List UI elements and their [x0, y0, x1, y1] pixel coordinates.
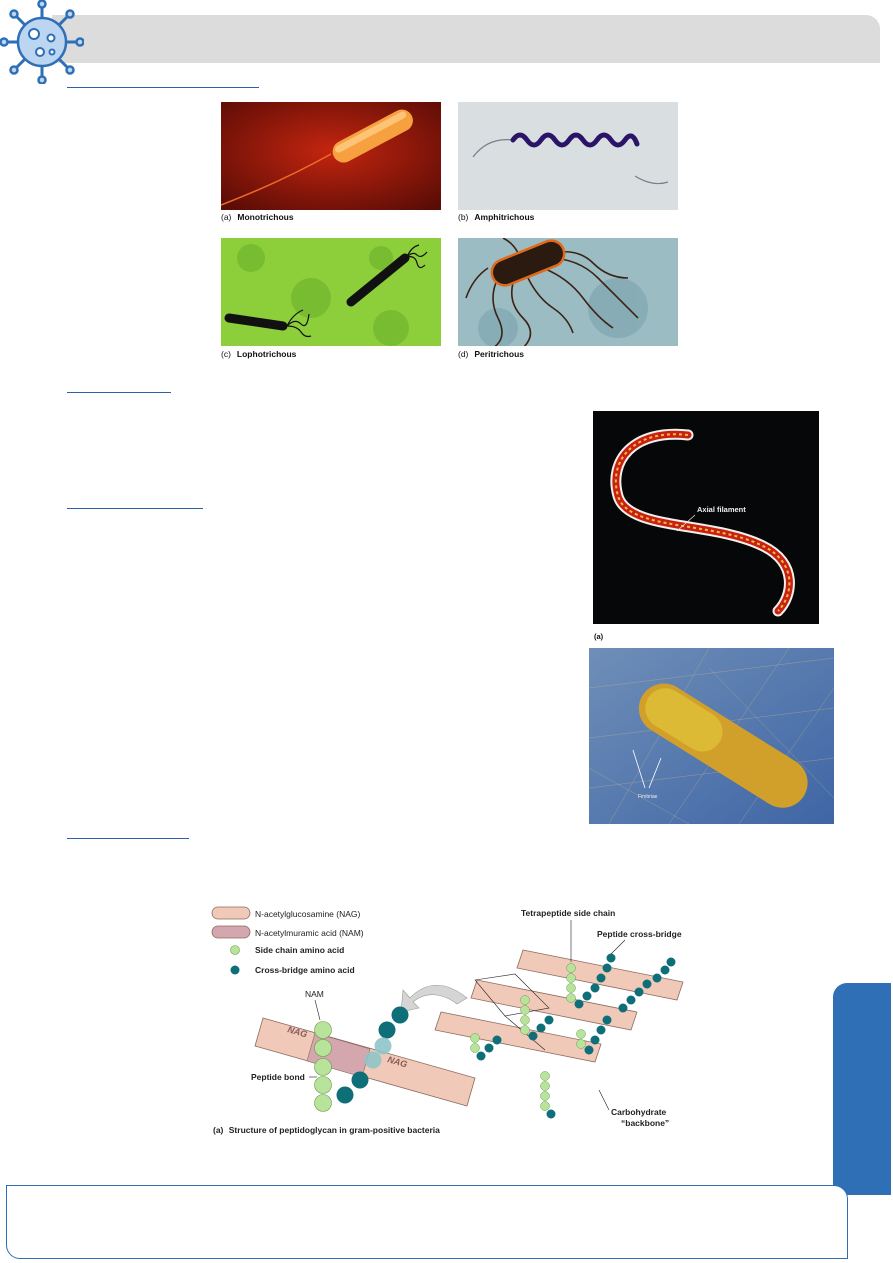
label-nam: NAM [305, 989, 324, 999]
peptidoglycan-diagram: N-acetylglucosamine (NAG) N-acetylmurami… [211, 906, 684, 1135]
heading-underline-3 [67, 508, 203, 509]
label-tetrapeptide: Tetrapeptide side chain [521, 908, 615, 918]
label-peptide-bond: Peptide bond [251, 1072, 305, 1082]
label-backbone-2: “backbone” [621, 1118, 669, 1128]
label-backbone-1: Carbohydrate [611, 1107, 667, 1117]
legend-side-chain: Side chain amino acid [255, 945, 344, 955]
side-tab [833, 983, 891, 1195]
panel-peritrichous-caption: (d)Peritrichous [458, 349, 524, 359]
label-cross-bridge: Peptide cross-bridge [597, 929, 682, 939]
axial-panel-letter: (a) [594, 632, 604, 641]
virus-icon [0, 0, 84, 84]
header-bar [52, 15, 880, 63]
peptidoglycan-network: Tetrapeptide side chain Peptide cross-br… [434, 908, 684, 1128]
footer-box [6, 1185, 848, 1259]
panel-lophotrichous-caption: (c)Lophotrichous [221, 349, 297, 359]
panel-peritrichous-image [458, 238, 678, 346]
legend-nam: N-acetylmuramic acid (NAM) [255, 928, 364, 938]
panel-amphitrichous-image [458, 102, 678, 210]
heading-underline-1 [67, 87, 259, 88]
panel-lophotrichous-image [221, 238, 441, 346]
axial-filament-image: Axial filament [593, 411, 819, 624]
enlarged-segment: NAG NAG NAM Peptide bond [251, 989, 476, 1112]
caption-letter: (a) [221, 212, 232, 222]
panel-monotrichous-caption: (a)Monotrichous [221, 212, 294, 222]
axial-filament-label: Axial filament [697, 505, 746, 514]
fimbriae-image: Fimbriae [589, 648, 834, 824]
legend-nag: N-acetylglucosamine (NAG) [255, 909, 361, 919]
peptidoglycan-caption: (a) Structure of peptidoglycan in gram-p… [213, 1125, 440, 1135]
panel-monotrichous-image [221, 102, 441, 210]
panel-amphitrichous-caption: (b)Amphitrichous [458, 212, 535, 222]
fimbriae-label: Fimbriae [638, 794, 658, 800]
heading-underline-4 [67, 838, 189, 839]
legend-cross-bridge: Cross-bridge amino acid [255, 965, 355, 975]
heading-underline-2 [67, 392, 171, 393]
legend: N-acetylglucosamine (NAG) N-acetylmurami… [211, 906, 364, 975]
arrow-icon [400, 985, 468, 1013]
